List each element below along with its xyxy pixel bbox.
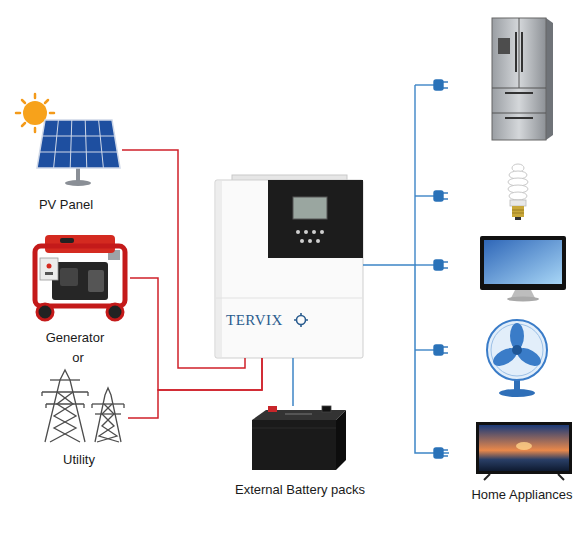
monitor-icon [480, 236, 566, 302]
transmission-tower-icon [42, 370, 124, 442]
node-caption: PV Panel [10, 197, 122, 213]
pv-panel-node: PV Panel [10, 92, 122, 216]
television-icon [476, 422, 572, 480]
node-caption: Home Appliances [462, 487, 582, 503]
refrigerator-icon [492, 18, 553, 140]
node-caption: External Battery packs [225, 482, 375, 498]
fan-icon [487, 320, 547, 397]
node-caption: Generator [20, 330, 130, 346]
or-label: or [58, 350, 98, 366]
appliances-node: Home Appliances [462, 420, 582, 504]
generator-node: Generator [20, 228, 130, 346]
power-wire [122, 150, 245, 368]
inverter-housing [215, 175, 363, 358]
battery-node: External Battery packs [225, 406, 375, 500]
light-bulb-icon [508, 164, 528, 220]
battery-wire [292, 358, 294, 406]
node-caption: Utility [30, 452, 128, 468]
battery-icon [252, 406, 346, 470]
output-wire [363, 265, 462, 453]
power-wire [128, 358, 262, 418]
utility-node: Utility [30, 368, 128, 468]
brand-logo: TERVIX [226, 312, 283, 328]
inverter-node: TERVIX [215, 180, 363, 358]
appliance-bus-wire [415, 85, 434, 350]
power-wire [130, 278, 262, 390]
generator-icon [35, 235, 125, 320]
solar-panel-icon [37, 120, 120, 186]
